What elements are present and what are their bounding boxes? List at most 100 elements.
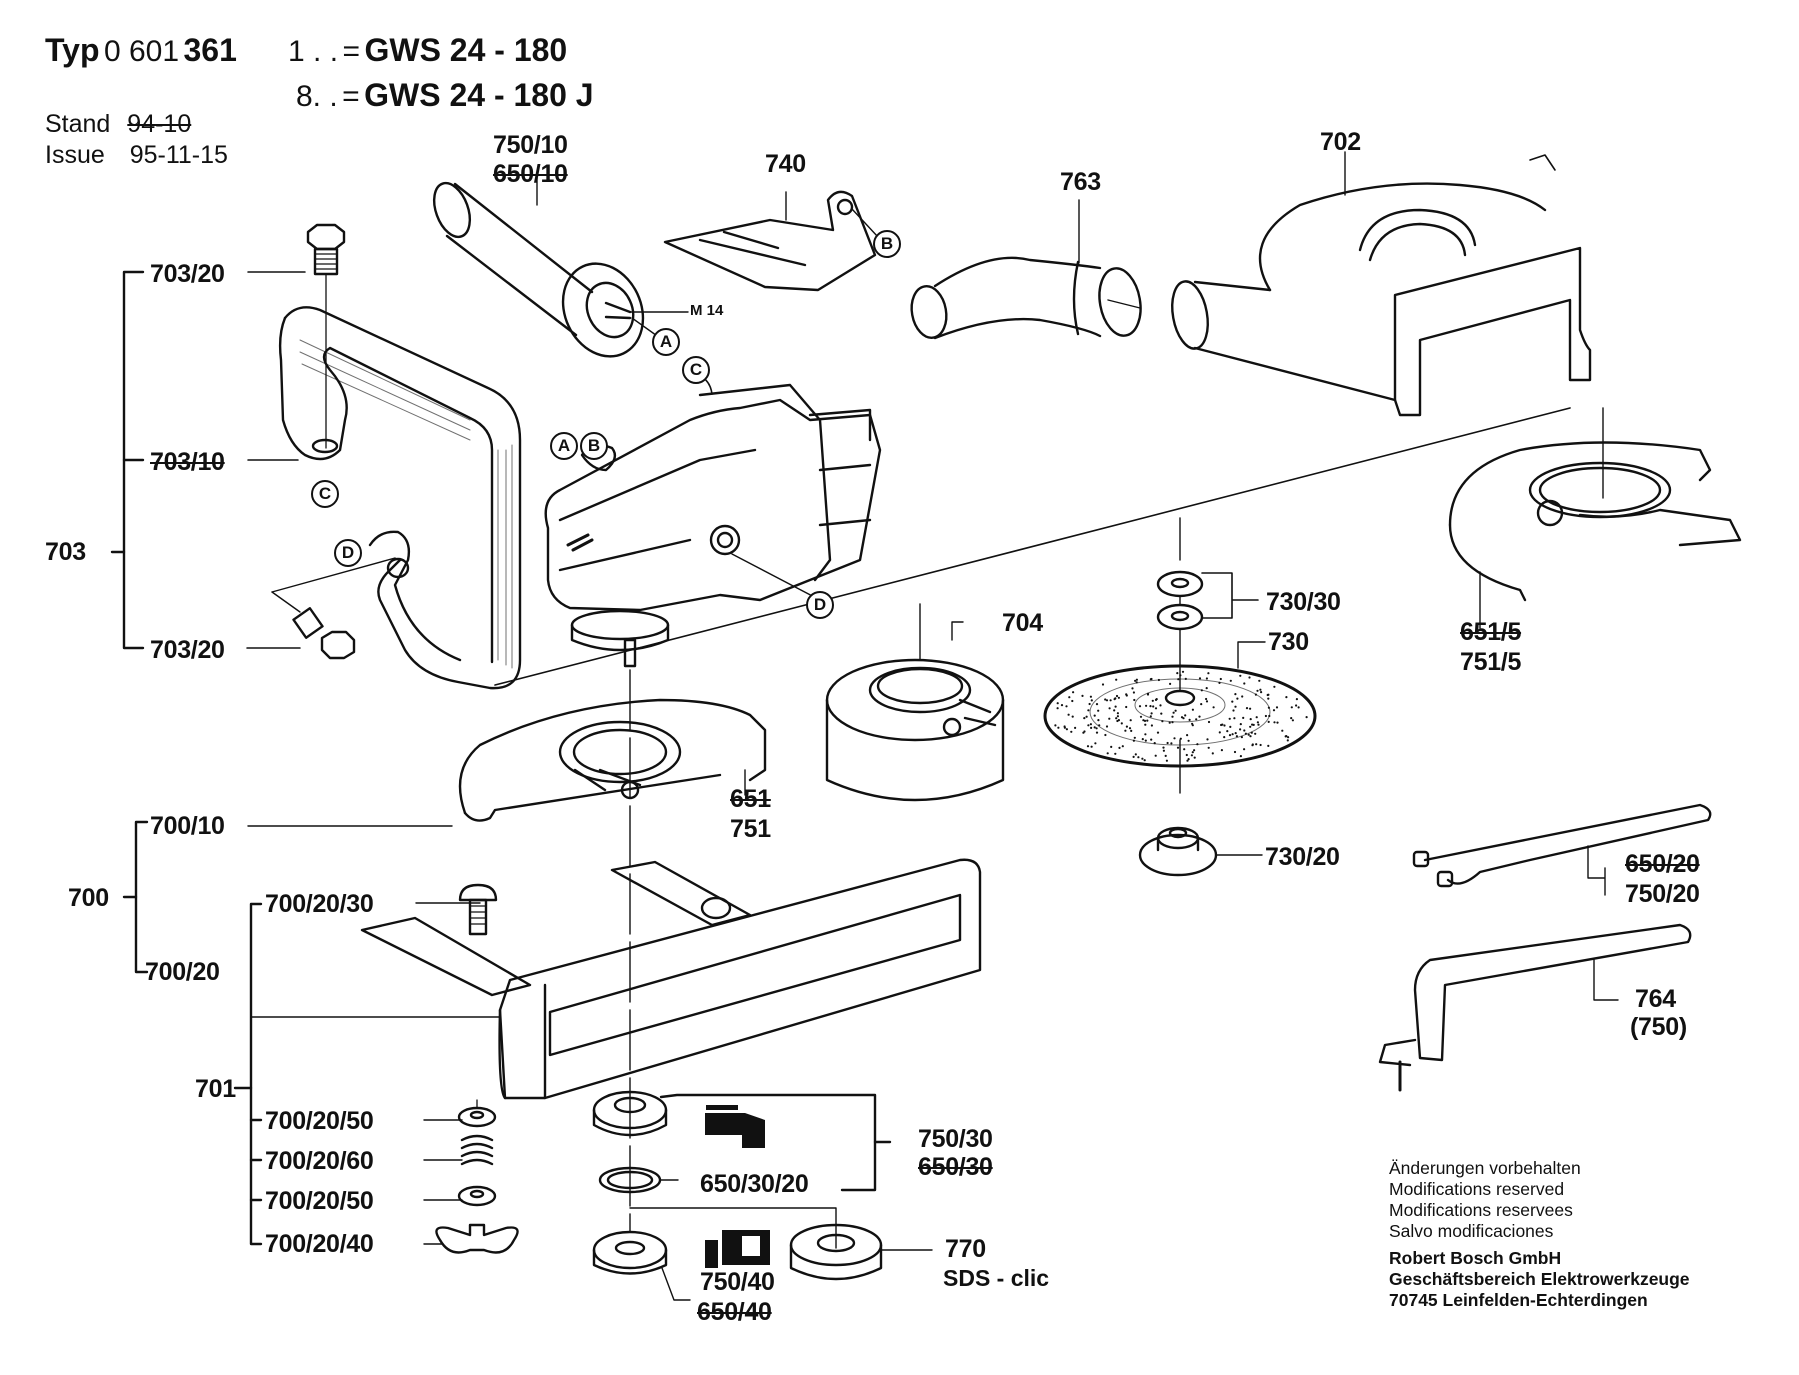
disc-speckle bbox=[1068, 696, 1071, 699]
disc-speckle bbox=[1141, 738, 1144, 741]
disc-speckle bbox=[1259, 688, 1262, 691]
part-label-700-20-40: 700/20/40 bbox=[265, 1230, 374, 1258]
disc-speckle bbox=[1060, 704, 1064, 707]
pin-wrench-764-icon bbox=[1378, 923, 1692, 1092]
disc-speckle bbox=[1285, 696, 1288, 699]
disc-speckle bbox=[1233, 717, 1236, 720]
disc-speckle bbox=[1095, 731, 1099, 734]
disc-speckle bbox=[1134, 679, 1137, 682]
disc-speckle bbox=[1229, 725, 1232, 729]
disc-speckle bbox=[1205, 697, 1208, 701]
disc-speckle bbox=[1121, 745, 1124, 748]
disc-speckle bbox=[1206, 738, 1209, 741]
disc-speckle bbox=[1157, 678, 1160, 682]
disc-speckle bbox=[1275, 706, 1279, 709]
spanner-750-20-icon bbox=[1412, 803, 1712, 896]
part-label-650-10-superseded: 650/10 bbox=[493, 160, 568, 188]
disc-speckle bbox=[1185, 753, 1188, 757]
variant-2: 8. . = GWS 24 - 180 J bbox=[296, 77, 594, 114]
disc-speckle bbox=[1285, 735, 1288, 738]
angle-grinder-body-icon bbox=[544, 372, 882, 668]
disc-speckle bbox=[1198, 715, 1201, 718]
disc-speckle bbox=[1114, 705, 1117, 708]
disc-speckle bbox=[1104, 698, 1107, 701]
disc-speckle bbox=[1218, 731, 1221, 734]
disc-speckle bbox=[1239, 728, 1242, 731]
bolt-icon bbox=[271, 557, 396, 660]
disc-speckle bbox=[1145, 704, 1148, 707]
disc-speckle bbox=[1105, 725, 1109, 728]
disc-speckle bbox=[1149, 715, 1152, 718]
disc-speckle bbox=[1130, 729, 1133, 733]
disc-speckle bbox=[1243, 682, 1246, 685]
ref-marker-a: A bbox=[652, 328, 680, 356]
typ-number-bold: 361 bbox=[183, 32, 237, 68]
disc-speckle bbox=[1172, 711, 1175, 714]
disc-speckle bbox=[1156, 731, 1160, 734]
ref-marker-d: D bbox=[806, 591, 834, 619]
bracket-703 bbox=[110, 270, 306, 650]
disc-speckle bbox=[1143, 759, 1146, 762]
disc-speckle bbox=[1234, 705, 1237, 708]
disc-speckle bbox=[1125, 693, 1128, 696]
disc-speckle bbox=[1144, 739, 1147, 742]
disc-speckle bbox=[1070, 730, 1073, 733]
variant-equals: = bbox=[342, 35, 361, 68]
disc-speckle bbox=[1129, 719, 1132, 722]
part-label-751-5: 751/5 bbox=[1460, 648, 1522, 676]
disc-speckle bbox=[1184, 677, 1187, 681]
disc-speckle bbox=[1286, 739, 1289, 742]
disc-speckle bbox=[1151, 699, 1154, 702]
disc-speckle bbox=[1242, 716, 1245, 720]
disc-speckle bbox=[1132, 739, 1135, 742]
disc-speckle bbox=[1221, 723, 1224, 726]
disc-speckle bbox=[1295, 704, 1298, 707]
stand-value: 94-10 bbox=[127, 110, 192, 138]
disc-speckle bbox=[1057, 726, 1060, 729]
part-label-740: 740 bbox=[765, 150, 806, 178]
disc-speckle bbox=[1074, 726, 1077, 730]
disc-speckle bbox=[1255, 743, 1258, 746]
disc-speckle bbox=[1170, 742, 1173, 745]
variant-1: 1 . . = GWS 24 - 180 bbox=[288, 32, 567, 69]
disc-speckle bbox=[1165, 759, 1168, 762]
disc-speckle bbox=[1233, 750, 1237, 754]
extraction-hose-763-icon bbox=[910, 199, 1142, 340]
disc-speckle bbox=[1257, 723, 1260, 726]
variant-model: GWS 24 - 180 bbox=[364, 32, 568, 68]
part-label-764: 764 bbox=[1635, 985, 1676, 1013]
disc-speckle bbox=[1143, 719, 1147, 723]
washer-spring-wingnut-icons bbox=[435, 1099, 519, 1254]
sds-clic-label: SDS - clic bbox=[943, 1265, 1050, 1291]
disc-speckle bbox=[1171, 715, 1174, 718]
disc-speckle bbox=[1179, 737, 1182, 740]
disc-speckle bbox=[1187, 758, 1190, 761]
disc-speckle bbox=[1108, 717, 1111, 720]
part-label-700-20-60: 700/20/60 bbox=[265, 1147, 374, 1175]
footer-line: Modifications reservees bbox=[1389, 1200, 1573, 1220]
disc-speckle bbox=[1108, 707, 1111, 710]
part-label-650-40-superseded: 650/40 bbox=[697, 1298, 772, 1326]
disc-speckle bbox=[1089, 723, 1092, 726]
disc-speckle bbox=[1193, 749, 1196, 752]
part-label-770: 770 bbox=[945, 1235, 986, 1263]
disc-speckle bbox=[1098, 724, 1101, 727]
disc-speckle bbox=[1081, 694, 1084, 698]
disc-speckle bbox=[1295, 698, 1298, 701]
ref-marker-c: C bbox=[311, 480, 339, 508]
disc-speckle bbox=[1251, 723, 1254, 726]
disc-speckle bbox=[1114, 752, 1117, 755]
issue-value: 95-11-15 bbox=[129, 141, 228, 169]
part-label-700: 700 bbox=[68, 884, 109, 912]
disc-speckle bbox=[1181, 670, 1185, 673]
footer-line: Modifications reserved bbox=[1389, 1179, 1565, 1199]
disc-speckle bbox=[1187, 739, 1190, 742]
part-label-700-10: 700/10 bbox=[150, 812, 225, 840]
ref-marker-c: C bbox=[682, 356, 710, 384]
disc-speckle bbox=[1248, 676, 1251, 679]
disc-speckle bbox=[1135, 678, 1138, 681]
part-label-704: 704 bbox=[1002, 609, 1043, 637]
disc-speckle bbox=[1256, 721, 1259, 724]
guide-rail-701-icon bbox=[360, 858, 982, 1100]
disc-speckle bbox=[1198, 677, 1202, 680]
